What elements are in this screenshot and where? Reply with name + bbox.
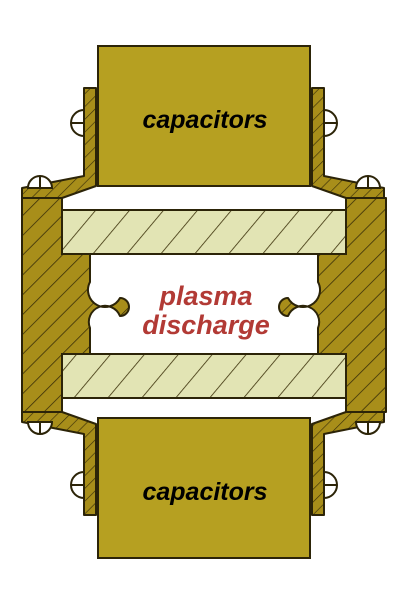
plasma-label-line2: discharge	[142, 310, 270, 340]
bottom-capacitor	[97, 417, 311, 559]
upper-insulator	[61, 209, 347, 255]
screw-icon	[354, 175, 382, 189]
screw-icon	[70, 108, 85, 138]
plasma-label-line1: plasma	[158, 281, 252, 311]
screw-icon	[323, 470, 338, 500]
screw-icon	[26, 175, 54, 189]
top-capacitor	[97, 45, 311, 187]
left-housing	[21, 197, 130, 413]
right-housing	[278, 197, 387, 413]
screw-icon	[70, 470, 85, 500]
lower-insulator	[61, 353, 347, 399]
screw-icon	[354, 421, 382, 435]
top-capacitor-label: capacitors	[142, 106, 267, 134]
bottom-capacitor-label: capacitors	[142, 478, 267, 506]
screw-icon	[323, 108, 338, 138]
screw-icon	[26, 421, 54, 435]
